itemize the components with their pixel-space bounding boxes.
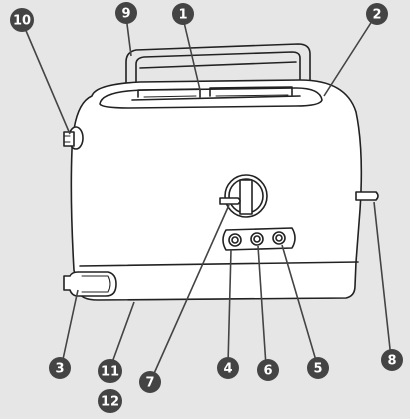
side-knob [63, 126, 84, 150]
callout-10-label: 10 [13, 14, 31, 29]
leader-1 [182, 17, 201, 91]
toaster-illustration [63, 43, 379, 301]
callout-6-label: 6 [263, 364, 272, 379]
callout-2: 2 [366, 3, 388, 25]
callout-11: 11 [98, 359, 122, 383]
callout-7-label: 7 [145, 376, 154, 391]
callout-9-label: 9 [121, 7, 130, 22]
leader-3 [61, 289, 79, 365]
callout-1: 1 [172, 3, 194, 25]
callout-3: 3 [49, 357, 71, 379]
callout-markers: 1 2 3 4 5 6 7 8 [10, 2, 403, 413]
callout-8: 8 [381, 349, 403, 371]
callout-9: 9 [115, 2, 137, 24]
callout-5-label: 5 [313, 362, 322, 377]
right-lever [355, 191, 379, 201]
toaster-body [70, 79, 363, 301]
leader-8 [373, 201, 392, 359]
browning-dial [219, 174, 268, 218]
leader-2 [323, 17, 375, 97]
crumb-tray [63, 271, 117, 297]
callout-12: 12 [98, 389, 122, 413]
leader-5 [281, 244, 318, 365]
button-panel [222, 227, 296, 251]
leader-11 [109, 301, 135, 369]
bun-warming-rack [125, 43, 311, 97]
callout-8-label: 8 [387, 354, 396, 369]
callout-4: 4 [217, 357, 239, 379]
leader-4 [227, 249, 232, 365]
leader-10 [23, 25, 71, 135]
callout-12-label: 12 [101, 395, 119, 410]
callout-4-label: 4 [223, 362, 232, 377]
callout-6: 6 [257, 359, 279, 381]
callout-7: 7 [139, 371, 161, 393]
leader-lines [23, 15, 392, 379]
base-band [79, 261, 359, 267]
callout-3-label: 3 [55, 362, 64, 377]
callout-1-label: 1 [178, 8, 187, 23]
leader-6 [257, 245, 267, 367]
callout-5: 5 [307, 357, 329, 379]
callout-10: 10 [10, 8, 34, 32]
callout-11-label: 11 [101, 365, 119, 380]
callout-2-label: 2 [372, 8, 381, 23]
leader-7 [151, 204, 230, 379]
